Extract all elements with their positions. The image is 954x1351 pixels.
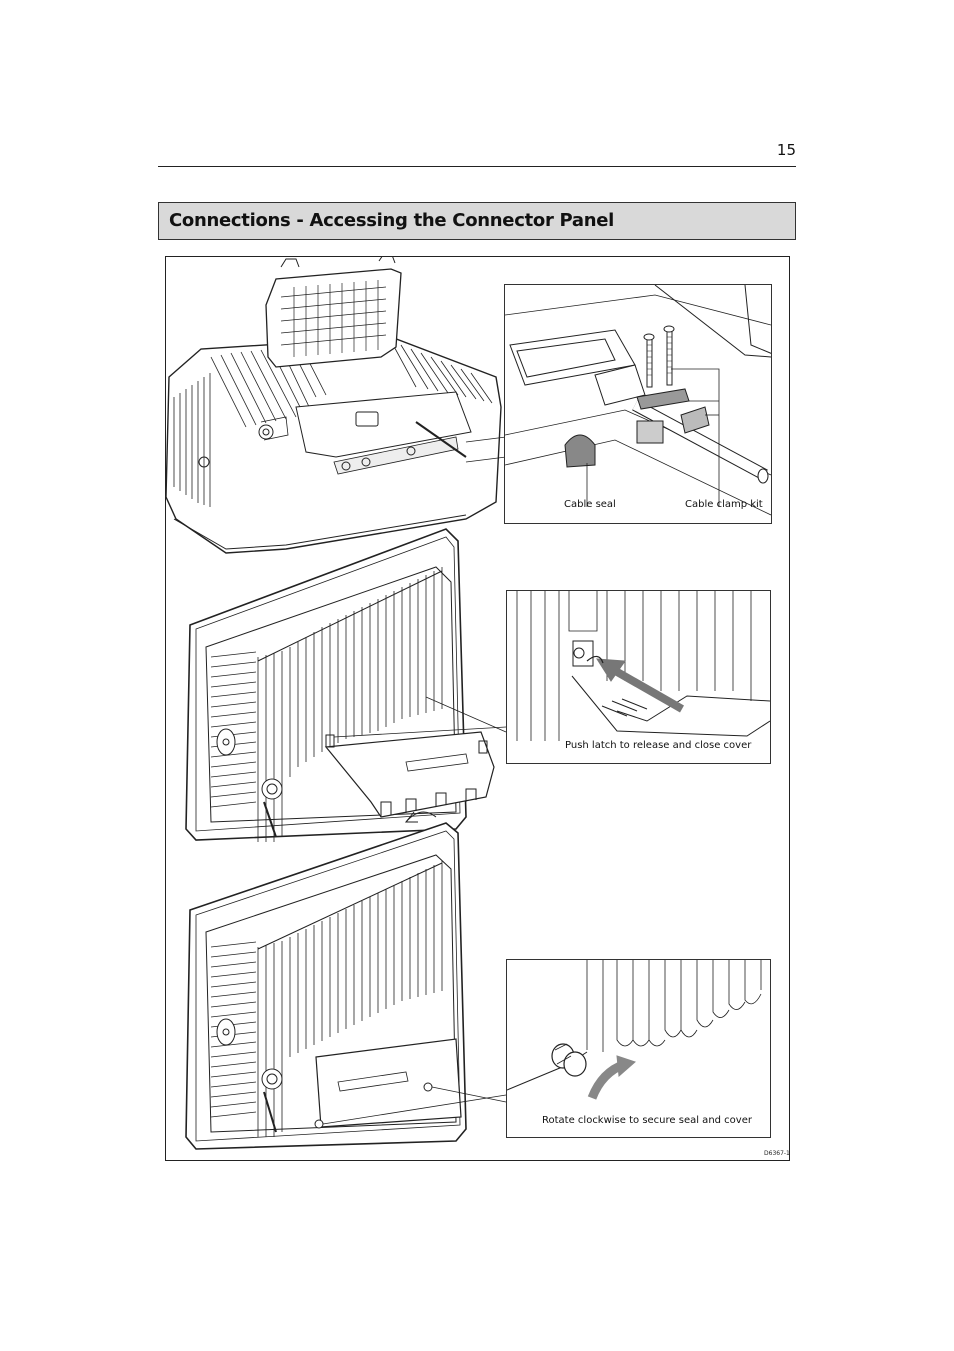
section-title: Connections - Accessing the Connector Pa… xyxy=(169,210,615,231)
figure-frame: Cable seal Cable clamp kit Push latch to… xyxy=(165,256,790,1161)
unit-illustration xyxy=(166,257,507,1150)
bottom-unit-drawing xyxy=(185,822,507,1150)
page-number: 15 xyxy=(776,141,796,159)
figure-id: D6367-1 xyxy=(764,1150,790,1157)
middle-unit-drawing xyxy=(185,528,507,842)
callout-push-latch: Push latch to release and close cover xyxy=(506,590,771,764)
section-title-bar: Connections - Accessing the Connector Pa… xyxy=(158,202,796,240)
top-unit-drawing xyxy=(166,257,507,554)
label-rotate-clockwise: Rotate clockwise to secure seal and cove… xyxy=(542,1115,752,1126)
cable-clamp-detail xyxy=(505,285,771,516)
rotate-clockwise-detail xyxy=(507,960,762,1100)
label-push-latch: Push latch to release and close cover xyxy=(565,740,752,751)
callout-cable-seal-clamp: Cable seal Cable clamp kit xyxy=(504,284,772,524)
label-cable-clamp-kit: Cable clamp kit xyxy=(685,499,763,510)
callout-rotate-clockwise: Rotate clockwise to secure seal and cove… xyxy=(506,959,771,1138)
header-rule xyxy=(158,166,796,167)
push-latch-detail xyxy=(516,591,770,741)
label-cable-seal: Cable seal xyxy=(564,499,616,510)
